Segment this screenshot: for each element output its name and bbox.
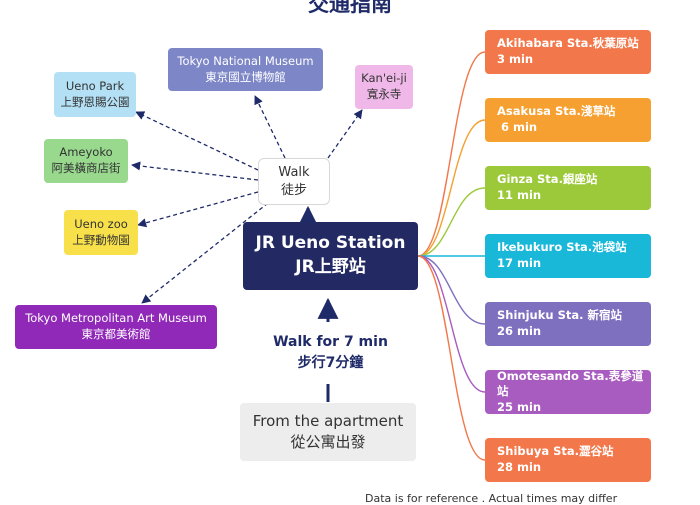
station-destination-time: 26 min [497, 324, 542, 338]
station-name-en: JR Ueno Station [255, 233, 406, 254]
station-destination-name: Shibuya Sta.澀谷站 [497, 444, 614, 459]
attraction-label-zh: 上野動物園 [72, 232, 130, 247]
station-destination-name: Omotesando Sta.表參道站 [497, 368, 644, 399]
attraction-ameyoko: Ameyoko 阿美橫商店街 [44, 139, 128, 183]
attraction-label-zh: 東京國立博物館 [205, 69, 286, 84]
walk-duration-zh: 步行7分鐘 [297, 355, 364, 371]
arrow-to-national-museum [254, 95, 286, 159]
arrow-to-kaneiji [327, 109, 363, 159]
arrow-to-ueno-zoo [137, 191, 259, 228]
station-destination-name: Shinjuku Sta. 新宿站 [497, 308, 622, 323]
station-destination-name: Ikebukuro Sta.池袋站 [497, 240, 627, 255]
station-destination: Asakusa Sta.淺草站 6 min [485, 98, 651, 142]
walk-node: Walk 徒步 [258, 158, 330, 205]
walk-duration-en: Walk for 7 min [273, 334, 388, 350]
station-connector-curve [417, 255, 486, 325]
station-destination-time: 6 min [497, 120, 538, 134]
station-destination-name: Ginza Sta.銀座站 [497, 172, 598, 187]
attraction-label-en: Ueno Park [65, 78, 125, 93]
central-station-node: JR Ueno Station JR上野站 [243, 222, 418, 290]
walk-label-zh: 徒步 [280, 182, 307, 198]
attraction-label-zh: 阿美橫商店街 [51, 161, 121, 175]
station-destination-name: Asakusa Sta.淺草站 [497, 104, 616, 119]
attraction-art-museum: Tokyo Metropolitan Art Museum 東京都美術館 [15, 305, 217, 349]
apartment-node: From the apartment 從公寓出發 [240, 403, 416, 461]
attraction-label-en: Tokyo National Museum [177, 53, 314, 68]
station-destination-time: 3 min [497, 52, 534, 66]
arrow-to-ueno-park [135, 111, 259, 171]
station-destination-time: 25 min [497, 399, 542, 414]
station-connector-curve [417, 51, 486, 257]
attraction-label-en: Ameyoko [59, 145, 113, 160]
attraction-label-en: Tokyo Metropolitan Art Museum [25, 311, 207, 326]
attraction-ueno-park: Ueno Park 上野恩賜公園 [54, 72, 136, 117]
attraction-label-zh: 東京都美術館 [81, 327, 151, 341]
walk-duration-label: Walk for 7 min 步行7分鐘 [243, 332, 418, 374]
attraction-kaneiji: Kan'ei-ji 寬永寺 [355, 65, 413, 109]
attraction-label-zh: 寬永寺 [366, 87, 402, 101]
station-destination-time: 11 min [497, 188, 542, 202]
station-destination-time: 28 min [497, 460, 542, 474]
arrow-to-art-museum [141, 202, 269, 304]
attraction-national-museum: Tokyo National Museum 東京國立博物館 [168, 48, 323, 91]
walk-label-en: Walk [278, 164, 310, 180]
attraction-label-zh: 上野恩賜公園 [60, 94, 130, 109]
page-title: 交通指南 [308, 0, 392, 16]
station-name-zh: JR上野站 [295, 257, 366, 277]
attraction-ueno-zoo: Ueno zoo 上野動物園 [64, 210, 138, 255]
attraction-label-en: Kan'ei-ji [361, 71, 407, 86]
station-destination-time: 17 min [497, 256, 542, 270]
station-connector-curve [417, 187, 486, 257]
arrow-to-ameyoko [131, 161, 259, 181]
station-connector-curve [417, 255, 486, 393]
attraction-label-en: Ueno zoo [74, 216, 128, 231]
station-connector-curve [417, 255, 486, 461]
station-destination-name: Akihabara Sta.秋葉原站 [497, 36, 639, 51]
footer-note: Data is for reference . Actual times may… [365, 492, 618, 505]
apartment-label-zh: 從公寓出發 [290, 433, 366, 451]
station-connector-curve [417, 119, 486, 257]
apartment-label-en: From the apartment [252, 412, 404, 430]
